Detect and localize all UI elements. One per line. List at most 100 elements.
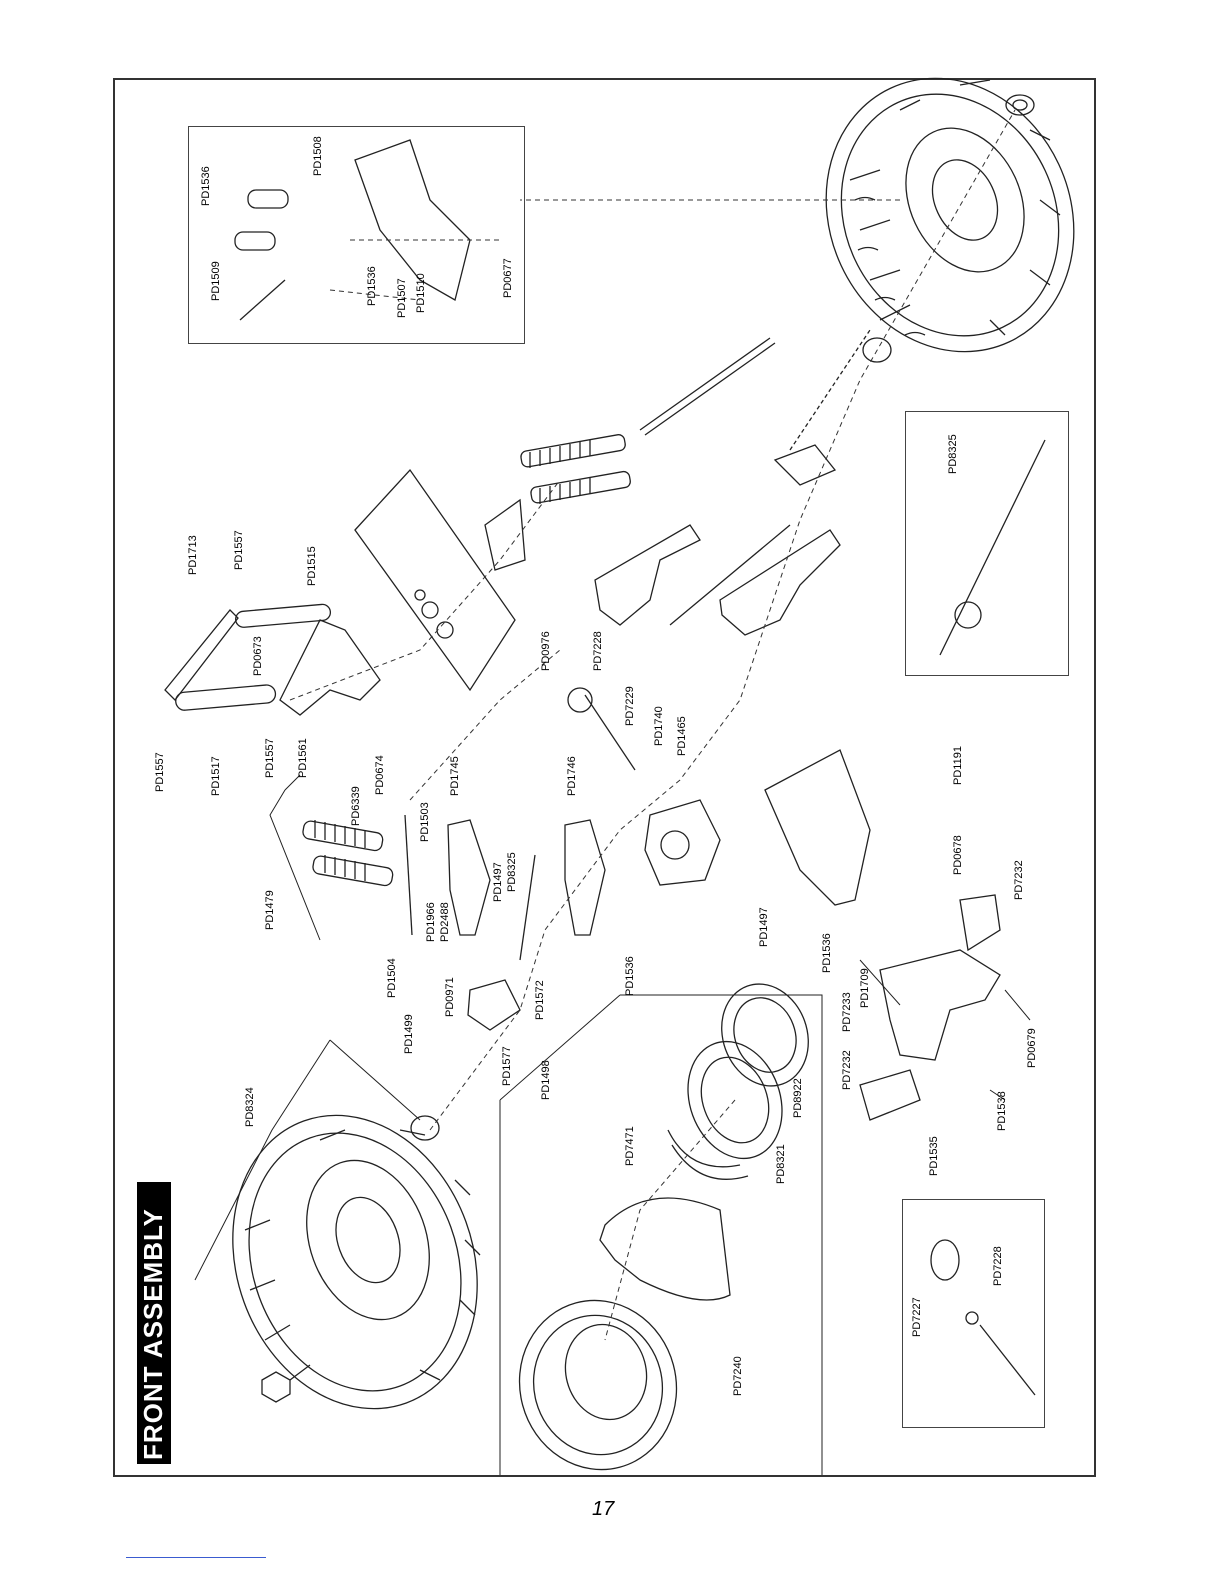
label-pd1557: PD1557 xyxy=(264,738,276,778)
inset-link xyxy=(239,279,286,321)
label-pd1535: PD1535 xyxy=(928,1136,940,1176)
wheel-bottom-left xyxy=(232,1114,481,1410)
label-pd1557: PD1557 xyxy=(233,530,245,570)
label-pd0673: PD0673 xyxy=(252,636,264,676)
shock-absorber-lower-1 xyxy=(302,820,384,852)
hub-carrier-lower xyxy=(467,979,521,1031)
shock-tower-front xyxy=(279,619,381,716)
steering-rod xyxy=(404,814,413,936)
label-pd1517: PD1517 xyxy=(210,756,222,796)
label-pd7232: PD7232 xyxy=(841,1050,853,1090)
label-pd1536: PD1536 xyxy=(624,956,636,996)
steering-knuckle-upper xyxy=(773,444,837,486)
label-pd0679: PD0679 xyxy=(1026,1028,1038,1068)
label-pd1504: PD1504 xyxy=(386,958,398,998)
inset-right-driveshaft xyxy=(905,411,1069,676)
inset-mount-plate xyxy=(354,139,471,301)
label-pd1536: PD1536 xyxy=(200,166,212,206)
lower-arm-right xyxy=(564,819,606,936)
body-mount-bar xyxy=(164,609,239,701)
inset-post-2 xyxy=(234,231,276,251)
upper-a-arm xyxy=(594,524,701,626)
label-pd6339: PD6339 xyxy=(350,786,362,826)
drive-shaft-lower xyxy=(519,854,536,961)
page-title: FRONT ASSEMBLY xyxy=(138,1208,168,1460)
label-pd8325: PD8325 xyxy=(506,852,518,892)
label-pd8321: PD8321 xyxy=(775,1144,787,1184)
output-shaft xyxy=(584,694,636,771)
label-pd1966: PD1966 xyxy=(425,902,437,942)
label-pd1536: PD1536 xyxy=(821,933,833,973)
page-number: 17 xyxy=(592,1498,615,1520)
label-pd8922: PD8922 xyxy=(792,1078,804,1118)
label-pd1557: PD1557 xyxy=(154,752,166,792)
label-pd1515: PD1515 xyxy=(306,546,318,586)
inset-cvd-cup xyxy=(930,1239,960,1281)
beadlock-wheel xyxy=(687,1040,783,1160)
label-pd1740: PD1740 xyxy=(653,706,665,746)
label-pd1510: PD1510 xyxy=(415,273,427,313)
label-pd1191: PD1191 xyxy=(952,746,964,785)
label-pd1709: PD1709 xyxy=(859,968,871,1008)
label-pd1479: PD1479 xyxy=(264,890,276,930)
label-pd0976: PD0976 xyxy=(540,631,552,671)
label-pd1572: PD1572 xyxy=(534,980,546,1020)
drive-shaft-upper xyxy=(669,524,791,626)
inset-cvd-shaft xyxy=(979,1324,1036,1396)
shock-absorber-upper-1 xyxy=(520,434,626,468)
title-band xyxy=(137,1182,171,1464)
label-pd0674: PD0674 xyxy=(374,755,386,795)
foam-insert xyxy=(599,1197,731,1301)
body-post-upper xyxy=(235,603,332,628)
label-pd1509: PD1509 xyxy=(210,261,222,301)
label-pd1507: PD1507 xyxy=(396,278,408,318)
label-pd7471: PD7471 xyxy=(624,1126,636,1166)
shock-absorber-lower-2 xyxy=(312,855,394,887)
beadlock-ring xyxy=(721,983,809,1087)
footer-rule xyxy=(126,1557,266,1558)
label-pd1746: PD1746 xyxy=(566,756,578,796)
label-pd7227: PD7227 xyxy=(911,1297,923,1337)
label-pd1503: PD1503 xyxy=(419,802,431,842)
label-pd1497: PD1497 xyxy=(492,862,504,902)
front-bumper xyxy=(879,949,1001,1061)
label-pd7232: PD7232 xyxy=(1013,860,1025,900)
front-bulkhead xyxy=(764,749,871,906)
label-pd7228: PD7228 xyxy=(992,1246,1004,1286)
skid-plate-upper xyxy=(959,894,1001,952)
skid-plate-lower xyxy=(859,1069,921,1121)
label-pd7229: PD7229 xyxy=(624,686,636,726)
label-pd1577: PD1577 xyxy=(501,1046,513,1086)
label-pd1745: PD1745 xyxy=(449,756,461,796)
label-pd1561: PD1561 xyxy=(297,738,309,778)
diagram-frame xyxy=(113,78,1096,1477)
lower-a-arm xyxy=(719,529,841,636)
label-pd1497: PD1497 xyxy=(758,907,770,947)
lower-arm-left xyxy=(447,819,491,936)
label-pd1538: PD1538 xyxy=(996,1091,1008,1131)
wheel-top-right xyxy=(825,77,1075,353)
label-pd1508: PD1508 xyxy=(312,136,324,176)
label-pd2488: PD2488 xyxy=(439,902,451,942)
label-pd0677: PD0677 xyxy=(502,258,514,298)
label-pd7240: PD7240 xyxy=(732,1356,744,1396)
shock-mount-block xyxy=(484,498,526,571)
label-pd0971: PD0971 xyxy=(444,977,456,1017)
label-pd7228: PD7228 xyxy=(592,631,604,671)
front-gearbox xyxy=(644,799,721,886)
label-pd0678: PD0678 xyxy=(952,835,964,875)
turnbuckle-upper xyxy=(639,337,776,436)
chassis-plate xyxy=(354,468,516,692)
label-pd8325: PD8325 xyxy=(947,434,959,474)
label-pd8324: PD8324 xyxy=(244,1087,256,1127)
label-pd1498: PD1498 xyxy=(540,1060,552,1100)
body-post-lower xyxy=(175,684,277,711)
label-pd7233: PD7233 xyxy=(841,992,853,1032)
label-pd1465: PD1465 xyxy=(676,716,688,756)
label-pd1713: PD1713 xyxy=(187,535,199,575)
inset-driveshaft xyxy=(939,439,1046,656)
hex-hub-bottom xyxy=(410,1115,440,1141)
shock-absorber-upper-2 xyxy=(530,470,631,504)
label-pd1536: PD1536 xyxy=(366,266,378,306)
